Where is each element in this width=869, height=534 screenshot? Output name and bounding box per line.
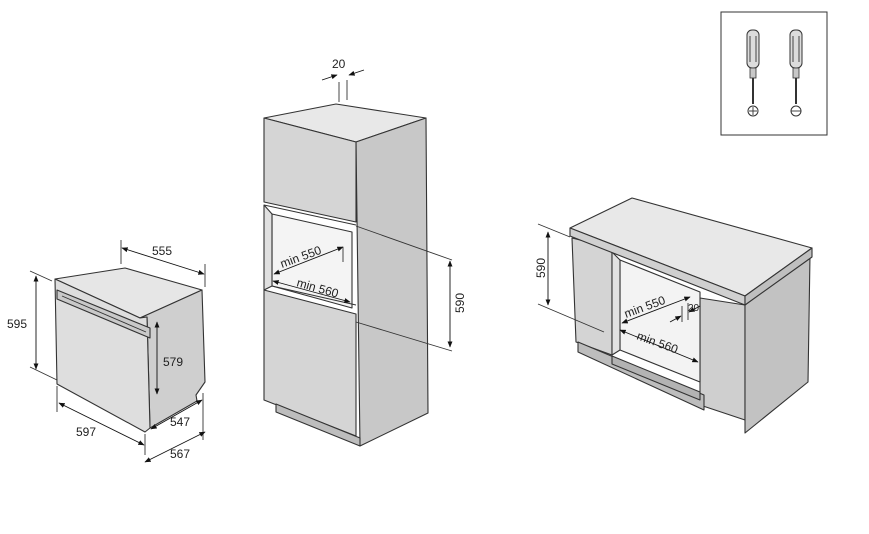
dim-column-top-gap: 20 (332, 57, 346, 71)
column-niche-wall (263, 204, 273, 291)
phillips-screwdriver-icon (746, 29, 760, 117)
counter-left-cabinet (571, 237, 613, 356)
dim-oven-width: 597 (76, 425, 96, 439)
flat-screwdriver-icon (789, 29, 803, 117)
dim-oven-height-total: 595 (7, 317, 27, 331)
dim-oven-depth-total: 567 (170, 447, 190, 461)
oven-drawing (54, 267, 206, 433)
column-plinth (275, 403, 361, 447)
counter-right-cabinet (699, 297, 746, 421)
tools-frame (720, 11, 828, 136)
oven-dimensions: 555 595 579 597 547 567 (7, 240, 206, 463)
dim-oven-depth-top: 555 (152, 244, 172, 258)
dim-column-height: 590 (453, 293, 467, 313)
column-side-face (355, 117, 429, 447)
column-drawing (263, 103, 429, 447)
dim-oven-depth-body: 547 (170, 415, 190, 429)
counter-top-side-edge (744, 247, 813, 306)
oven-front-face (54, 278, 151, 433)
dim-oven-height-body: 579 (163, 355, 183, 369)
counter-niche-wall (611, 251, 621, 356)
tools-box (720, 11, 828, 136)
dim-counter-gap: 20 (688, 303, 700, 314)
counter-plinth-step (611, 355, 701, 401)
dim-counter-height: 590 (534, 258, 548, 278)
counter-drawing (569, 197, 813, 434)
column-upper-door (263, 117, 357, 223)
column-lower-door (263, 289, 357, 437)
